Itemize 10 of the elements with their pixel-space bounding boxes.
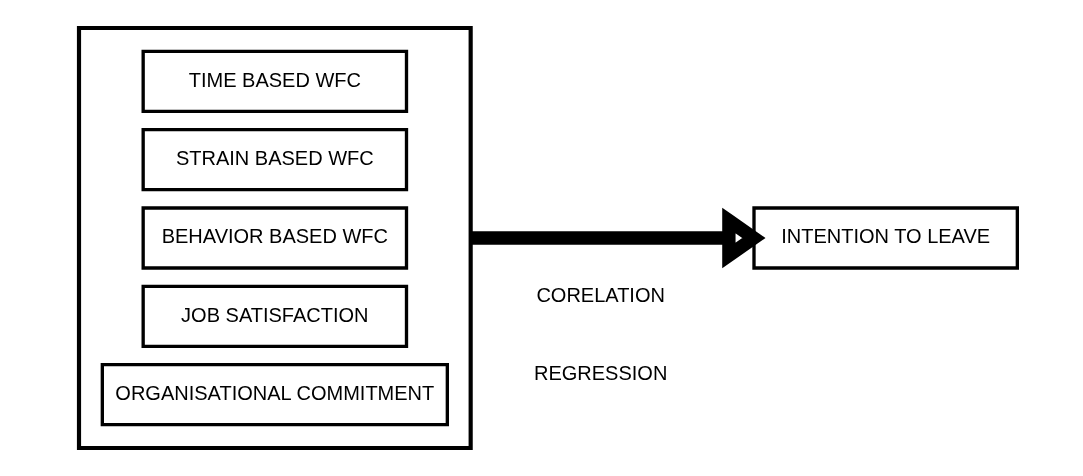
- node-box: STRAIN BASED WFC: [141, 128, 409, 192]
- node-box: INTENTION TO LEAVE: [752, 206, 1019, 270]
- arrow: [470, 207, 766, 269]
- node-box: ORGANISATIONAL COMMITMENT: [100, 363, 449, 427]
- node-box: JOB SATISFACTION: [141, 284, 409, 348]
- node-box: BEHAVIOR BASED WFC: [141, 206, 409, 270]
- cluster: [76, 25, 473, 451]
- label: REGRESSION: [533, 361, 668, 384]
- node-box: TIME BASED WFC: [141, 49, 409, 113]
- label: CORELATION: [536, 283, 665, 306]
